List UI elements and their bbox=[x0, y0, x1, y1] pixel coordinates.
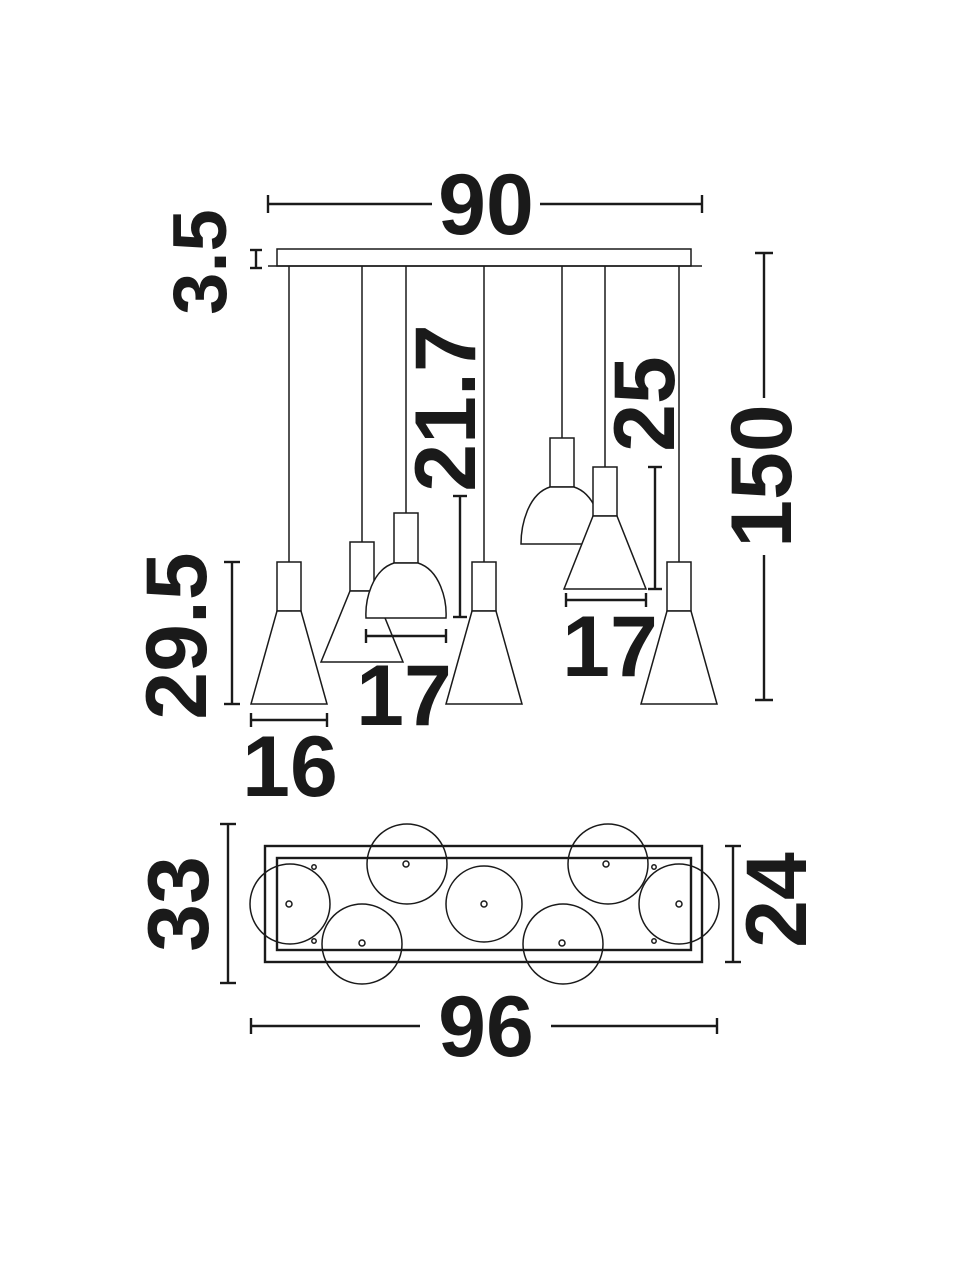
shade-cone-right bbox=[640, 561, 718, 705]
dim-label-canopy-width: 90 bbox=[438, 157, 534, 253]
dim-label-base-length: 96 bbox=[438, 979, 534, 1075]
dim-label-bell-width: 17 bbox=[356, 648, 452, 744]
dim-base-depth: 33 bbox=[131, 822, 236, 985]
plan-mount-points bbox=[285, 860, 683, 947]
side-elevation: 90 3.5 bbox=[129, 157, 810, 815]
dim-cone-height: 29.5 bbox=[129, 552, 240, 720]
dim-plate-depth: 24 bbox=[725, 844, 825, 964]
dim-canopy-height: 3.5 bbox=[158, 209, 262, 315]
dim-mid-height: 25 bbox=[597, 356, 693, 591]
shade-cone-left bbox=[250, 561, 328, 705]
dim-canopy-width: 90 bbox=[266, 157, 704, 253]
cables bbox=[288, 266, 680, 562]
dim-label-canopy-height: 3.5 bbox=[158, 209, 243, 315]
plan-base-inner bbox=[275, 856, 693, 952]
shade-bell-left bbox=[365, 512, 447, 619]
shade-cone-small-left bbox=[319, 541, 405, 663]
dim-label-cone-height: 29.5 bbox=[129, 552, 225, 719]
dim-mid-width: 17 bbox=[562, 593, 658, 695]
plan-view: 33 24 96 bbox=[131, 822, 825, 1075]
dim-bell-width: 17 bbox=[356, 629, 452, 744]
dim-label-bell-height: 21.7 bbox=[398, 324, 494, 491]
shade-bell-right bbox=[520, 437, 604, 545]
shade-cone-small-right bbox=[562, 466, 648, 590]
dim-cone-width: 16 bbox=[242, 713, 338, 815]
plan-center-ring bbox=[445, 865, 523, 943]
dim-label-mid-height: 25 bbox=[597, 356, 693, 452]
dim-label-plate-depth: 24 bbox=[729, 852, 825, 948]
dim-label-mid-width: 17 bbox=[562, 599, 658, 695]
shade-cone-center bbox=[445, 561, 523, 705]
plan-shade-outlines bbox=[249, 823, 720, 985]
dim-base-length: 96 bbox=[249, 979, 719, 1075]
dim-label-cone-width: 16 bbox=[242, 719, 338, 815]
dim-label-base-depth: 33 bbox=[131, 856, 227, 952]
dim-bell-height: 21.7 bbox=[398, 324, 494, 619]
dim-overall-height: 150 bbox=[714, 251, 810, 702]
dim-label-overall-height: 150 bbox=[714, 404, 810, 548]
plan-base-outer bbox=[263, 844, 704, 964]
